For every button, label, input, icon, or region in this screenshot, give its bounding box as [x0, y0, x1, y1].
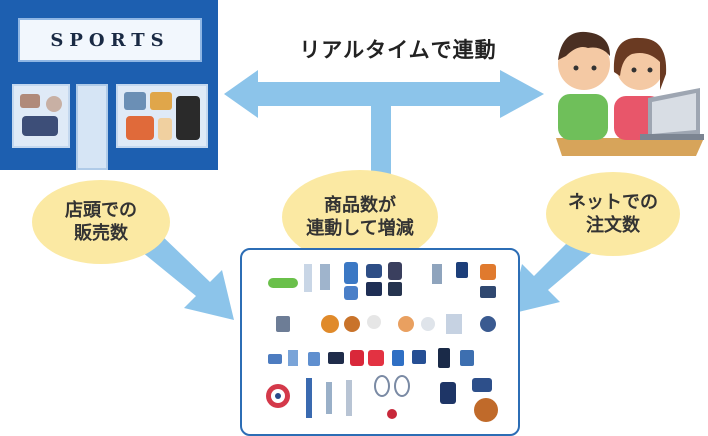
store-door	[76, 84, 108, 170]
product-item	[388, 282, 402, 296]
product-item	[268, 354, 282, 364]
product-item	[387, 409, 397, 419]
store-sales-line2: 販売数	[74, 223, 128, 244]
product-item	[350, 350, 364, 366]
product-item	[368, 350, 384, 366]
product-item	[288, 350, 298, 366]
stock-sync-line1: 商品数が	[324, 194, 396, 216]
product-item	[328, 352, 344, 364]
product-item	[268, 278, 298, 288]
product-item	[460, 350, 474, 366]
product-item	[344, 316, 360, 332]
store-window-right	[116, 84, 208, 148]
product-item	[344, 286, 358, 300]
product-item	[392, 350, 404, 366]
store-window-left	[12, 84, 70, 148]
product-item	[440, 382, 456, 404]
laptop	[640, 88, 704, 140]
arrow-right-head	[500, 70, 544, 118]
product-item	[308, 352, 320, 366]
product-item	[346, 380, 352, 416]
arrow-store-to-inventory	[142, 234, 234, 320]
store-sales-line1: 店頭での	[65, 199, 137, 221]
product-item	[480, 286, 496, 298]
inventory-products-panel	[240, 248, 520, 436]
sports-store-illustration: SPORTS	[0, 0, 218, 170]
product-item	[304, 264, 312, 292]
store-sales-bubble: 店頭での 販売数	[32, 180, 170, 264]
product-item	[394, 375, 410, 397]
product-item	[456, 262, 468, 278]
product-item	[398, 316, 414, 332]
product-items-collage	[266, 262, 498, 422]
product-item	[412, 350, 426, 364]
arrow-left-head	[224, 70, 258, 118]
product-item	[446, 314, 462, 334]
product-item	[438, 348, 450, 368]
product-item	[276, 316, 290, 332]
net-orders-bubble: ネットでの 注文数	[546, 172, 680, 256]
stock-sync-line2: 連動して増減	[306, 218, 414, 239]
customers-computer-illustration	[556, 31, 704, 156]
product-item	[474, 398, 498, 422]
product-item	[480, 264, 496, 280]
product-item	[367, 315, 381, 329]
product-item	[366, 264, 382, 278]
product-item	[344, 262, 358, 284]
net-orders-line1: ネットでの	[568, 191, 658, 213]
realtime-link-label: リアルタイムで連動	[299, 38, 497, 62]
product-item	[320, 264, 330, 290]
product-item	[326, 382, 332, 414]
product-item	[306, 378, 312, 418]
store-sign: SPORTS	[18, 18, 202, 62]
arrow-horizontal-bar	[256, 82, 500, 106]
arrow-vertical-stem	[371, 104, 391, 178]
boy-figure	[558, 31, 610, 140]
product-item	[388, 262, 402, 280]
product-item	[374, 375, 390, 397]
product-item	[480, 316, 496, 332]
product-item	[275, 393, 281, 399]
product-item	[472, 378, 492, 392]
product-item	[421, 317, 435, 331]
desk	[556, 138, 704, 156]
product-item	[366, 282, 382, 296]
product-item	[432, 264, 442, 284]
net-orders-line2: 注文数	[586, 215, 640, 236]
product-item	[321, 315, 339, 333]
